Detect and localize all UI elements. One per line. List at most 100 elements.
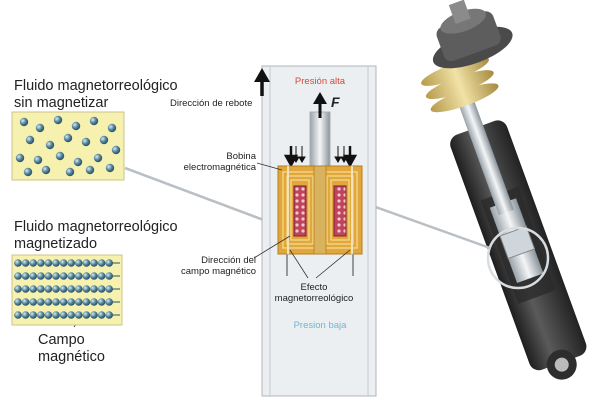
coil-right xyxy=(333,185,347,237)
fluid-particle xyxy=(41,165,51,175)
unmagnetized-fluid-panel xyxy=(11,111,125,181)
chained-particle xyxy=(52,311,60,319)
chained-particle xyxy=(105,298,113,306)
fluid-particle xyxy=(111,145,121,155)
chained-particle xyxy=(90,272,98,280)
chained-particle xyxy=(67,311,75,319)
chained-particle xyxy=(97,285,106,293)
chained-particle xyxy=(82,272,91,280)
chained-particle xyxy=(67,285,75,293)
chained-particle xyxy=(37,285,45,293)
chained-particle xyxy=(59,298,68,306)
fluid-particle xyxy=(63,133,73,143)
chained-particle xyxy=(21,311,30,319)
field-direction-label-line1: Dirección del xyxy=(201,255,256,266)
low-pressure-label: Presion baja xyxy=(293,320,347,331)
chained-particle xyxy=(75,298,83,306)
rebound-direction-label: Dirección de rebote xyxy=(170,98,253,109)
chained-particle xyxy=(52,285,60,293)
chained-particle xyxy=(90,298,98,306)
chained-particle xyxy=(14,259,22,267)
magnetized-particle-chains xyxy=(14,259,120,319)
chained-particle xyxy=(105,311,113,319)
chained-particle xyxy=(44,298,53,306)
effect-label-line1: Efecto xyxy=(300,282,328,293)
detail-magnifier-circle xyxy=(486,226,550,290)
chained-particle xyxy=(14,311,22,319)
high-pressure-label: Presión alta xyxy=(294,76,346,87)
coil-leader-line xyxy=(256,162,283,171)
fluid-particle xyxy=(55,151,65,161)
chained-particle xyxy=(14,272,22,280)
fluid-particle xyxy=(71,121,81,131)
unmagnetized-fluid-title-line2: sin magnetizar xyxy=(14,95,109,111)
chained-particle xyxy=(59,272,68,280)
field-direction-label-line2: campo magnético xyxy=(181,266,256,277)
effect-leader-line-right xyxy=(315,249,351,279)
fluid-particle xyxy=(73,157,83,167)
chained-particle xyxy=(82,298,91,306)
chained-particle xyxy=(105,285,113,293)
fluid-particle xyxy=(25,135,35,145)
chained-particle xyxy=(75,311,83,319)
chained-particle xyxy=(97,272,106,280)
magnetized-fluid-title-line1: Fluido magnetorreológico xyxy=(14,219,178,235)
fluid-particle xyxy=(85,165,95,175)
chained-particle xyxy=(14,298,22,306)
chained-particle xyxy=(90,285,98,293)
connector-line-right xyxy=(369,203,491,250)
fluid-particle xyxy=(53,115,63,125)
chained-particle xyxy=(52,272,60,280)
chained-particle xyxy=(44,285,53,293)
chained-particle xyxy=(37,298,45,306)
chained-particle xyxy=(75,259,83,267)
chained-particle xyxy=(21,259,30,267)
fluid-particle xyxy=(99,135,109,145)
fluid-particle xyxy=(35,123,45,133)
fluid-particle xyxy=(33,155,43,165)
fluid-particle xyxy=(45,140,55,150)
chained-particle xyxy=(67,298,75,306)
chained-particle xyxy=(21,272,30,280)
coil-label-line2: electromagnética xyxy=(183,162,256,173)
chained-particle xyxy=(44,311,53,319)
fluid-particle xyxy=(107,123,117,133)
chained-particle xyxy=(44,259,53,267)
fluid-particle xyxy=(93,153,103,163)
magnetic-field-label-line1: Campo xyxy=(38,332,85,348)
chained-particle xyxy=(29,298,37,306)
chained-particle xyxy=(29,272,37,280)
chained-particle xyxy=(44,272,53,280)
magnetized-fluid-title-line2: magnetizado xyxy=(14,236,98,252)
chained-particle xyxy=(82,311,91,319)
fluid-particle xyxy=(89,116,99,126)
chained-particle xyxy=(82,285,91,293)
effect-leader-line-left xyxy=(289,249,309,279)
chained-particle xyxy=(52,298,60,306)
chained-particle xyxy=(29,285,37,293)
unmagnetized-particles xyxy=(15,115,121,177)
coil-label-line1: Bobina xyxy=(226,151,256,162)
fluid-particle xyxy=(15,153,25,163)
fluid-particle xyxy=(81,137,91,147)
chained-particle xyxy=(97,259,106,267)
chained-particle xyxy=(29,259,37,267)
unmagnetized-fluid-title-line1: Fluido magnetorreológico xyxy=(14,78,178,94)
chained-particle xyxy=(67,259,75,267)
chained-particle xyxy=(37,259,45,267)
coil-left xyxy=(293,185,307,237)
chained-particle xyxy=(52,259,60,267)
force-label: F xyxy=(331,94,340,110)
chained-particle xyxy=(75,285,83,293)
fluid-particle xyxy=(65,167,75,177)
chained-particle xyxy=(82,259,91,267)
fluid-particle xyxy=(19,117,29,127)
chained-particle xyxy=(59,285,68,293)
chained-particle xyxy=(21,298,30,306)
cylinder-detail xyxy=(261,65,377,397)
chained-particle xyxy=(29,311,37,319)
connector-line-left xyxy=(124,166,286,230)
chained-particle xyxy=(90,259,98,267)
